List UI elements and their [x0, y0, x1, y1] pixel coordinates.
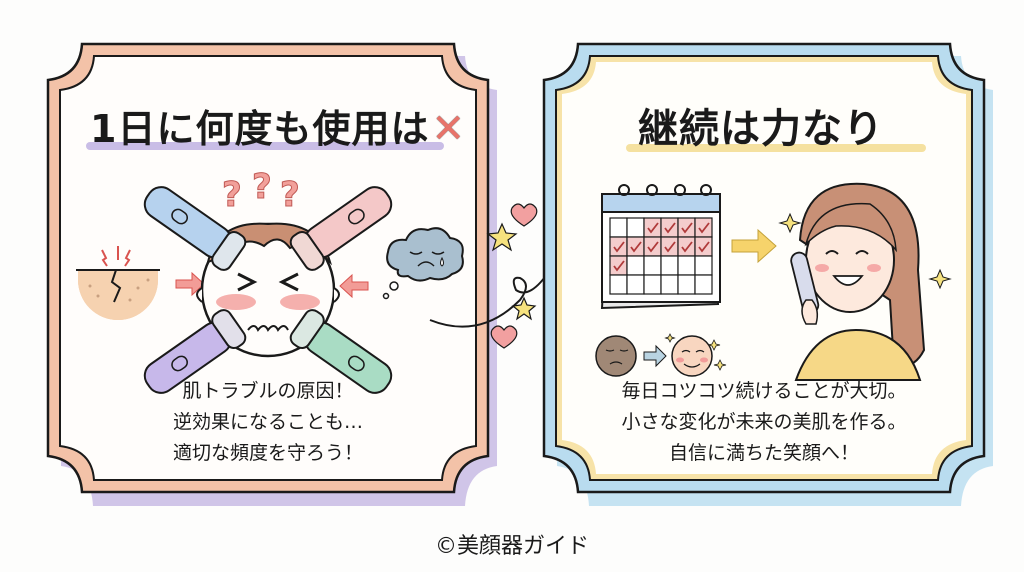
right-panel-title: 継続は力なり — [638, 106, 884, 152]
caption-line-highlighted: 自信に満ちた笑顔へ！ — [662, 438, 866, 469]
purple-facial-device — [143, 309, 247, 394]
caption-line: 逆効果になることも… — [172, 411, 363, 433]
left-panel: 1日に何度も使用は✕ ??? — [38, 40, 498, 506]
heart-icon — [510, 203, 538, 227]
right-panel: 継続は力なり — [534, 40, 994, 506]
caption-line: 肌トラブルの原因！ — [182, 380, 354, 402]
glowing-skin-face — [664, 333, 727, 377]
left-panel-caption: 肌トラブルの原因！ 逆効果になることも… 適切な頻度を守ろう！ — [38, 376, 498, 469]
arrow-left-icon — [339, 273, 369, 299]
question-marks: ??? — [222, 170, 301, 216]
consistency-illustration — [595, 182, 952, 381]
svg-text:?: ? — [252, 170, 272, 207]
checkmark-icon — [647, 241, 659, 253]
arrow-right-icon — [731, 228, 777, 264]
copyright-footer: ©美顔器ガイド — [434, 534, 589, 559]
smiling-woman — [778, 182, 952, 381]
calendar-grid — [609, 217, 713, 295]
checkmark-icon — [613, 260, 625, 272]
checkmark-icon — [664, 241, 676, 253]
caption-line: 毎日コツコツ続けることが大切。 — [621, 380, 907, 402]
caption-line: 小さな変化が未来の美肌を作る。 — [621, 411, 907, 433]
svg-text:?: ? — [280, 175, 300, 215]
star-icon — [486, 222, 518, 252]
star-icon — [511, 296, 537, 321]
arrow-right-icon — [643, 344, 667, 368]
right-panel-caption: 毎日コツコツ続けることが大切。 小さな変化が未来の美肌を作る。 自信に満ちた笑顔… — [534, 376, 994, 469]
pink-facial-device — [289, 186, 393, 271]
green-facial-device — [289, 309, 393, 394]
sad-cloud-icon — [382, 227, 464, 300]
left-title-underline — [86, 142, 444, 150]
checkmark-icon — [647, 222, 659, 234]
x-mark-icon: ✕ — [431, 106, 466, 152]
cracked-skin-icon — [76, 246, 160, 320]
overuse-illustration: ??? — [76, 170, 464, 394]
left-panel-title: 1日に何度も使用は✕ — [90, 98, 466, 153]
blue-facial-device — [143, 186, 247, 271]
checkmark-icon — [613, 241, 625, 253]
checkmark-icon — [698, 222, 710, 234]
arrow-right-icon — [175, 271, 205, 297]
dull-skin-face — [595, 335, 637, 377]
right-title-underline — [626, 144, 926, 152]
svg-text:?: ? — [222, 175, 242, 215]
checkmark-icon — [664, 222, 676, 234]
checkmark-icon — [681, 241, 693, 253]
calendar-icon — [600, 184, 721, 310]
checkmark-icon — [630, 241, 642, 253]
left-title-text: 1日に何度も使用は — [90, 107, 430, 151]
caption-line-highlighted: 適切な頻度を守ろう！ — [166, 438, 370, 469]
heart-icon — [490, 325, 518, 349]
checkmark-icon — [698, 241, 710, 253]
checkmark-icon — [681, 222, 693, 234]
